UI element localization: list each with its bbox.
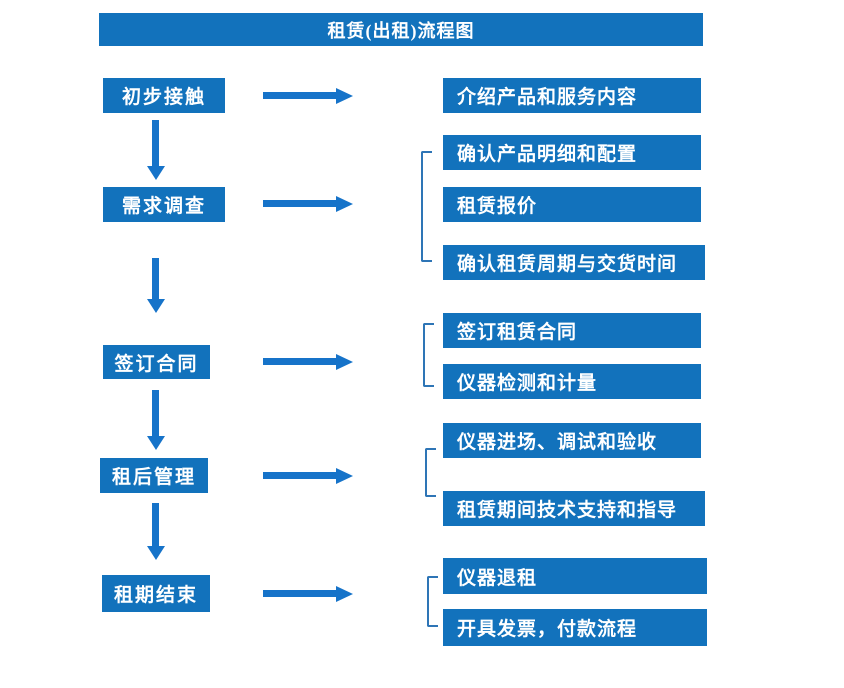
flow-arrow-right-3 — [263, 353, 353, 370]
flow-arrow-right-2 — [263, 195, 353, 212]
flowchart-title: 租赁(出租)流程图 — [99, 13, 703, 46]
flow-arrow-down-3 — [146, 390, 165, 450]
flow-arrow-right-5 — [263, 585, 353, 602]
bracket-post-rental-mgmt-group — [425, 448, 436, 497]
output-box-introduce-products: 介绍产品和服务内容 — [443, 78, 701, 113]
step-box-demand-survey: 需求调查 — [103, 187, 225, 222]
step-box-sign-contract: 签订合同 — [103, 345, 210, 379]
output-box-sign-rental-contract: 签订租赁合同 — [443, 313, 701, 348]
output-box-invoice-payment: 开具发票，付款流程 — [443, 609, 707, 646]
output-box-confirm-details: 确认产品明细和配置 — [443, 135, 701, 170]
output-box-tech-support: 租赁期间技术支持和指导 — [443, 491, 705, 526]
output-box-confirm-period: 确认租赁周期与交货时间 — [443, 245, 705, 280]
output-box-instrument-testing: 仪器检测和计量 — [443, 364, 701, 399]
flow-arrow-down-4 — [146, 503, 165, 560]
flow-arrow-right-4 — [263, 467, 353, 484]
flow-arrow-down-1 — [146, 120, 165, 180]
output-box-rental-quote: 租赁报价 — [443, 187, 701, 222]
bracket-sign-contract-group — [423, 323, 434, 387]
step-box-rental-end: 租期结束 — [102, 575, 210, 612]
step-box-post-rental-mgmt: 租后管理 — [100, 458, 208, 493]
bracket-demand-survey-group — [421, 151, 432, 262]
bracket-rental-end-group — [427, 576, 438, 627]
step-box-initial-contact: 初步接触 — [103, 78, 225, 113]
output-box-instrument-return: 仪器退租 — [443, 558, 707, 594]
flow-arrow-down-2 — [146, 258, 165, 313]
flow-arrow-right-1 — [263, 87, 353, 104]
output-box-instrument-entry: 仪器进场、调试和验收 — [443, 423, 701, 458]
